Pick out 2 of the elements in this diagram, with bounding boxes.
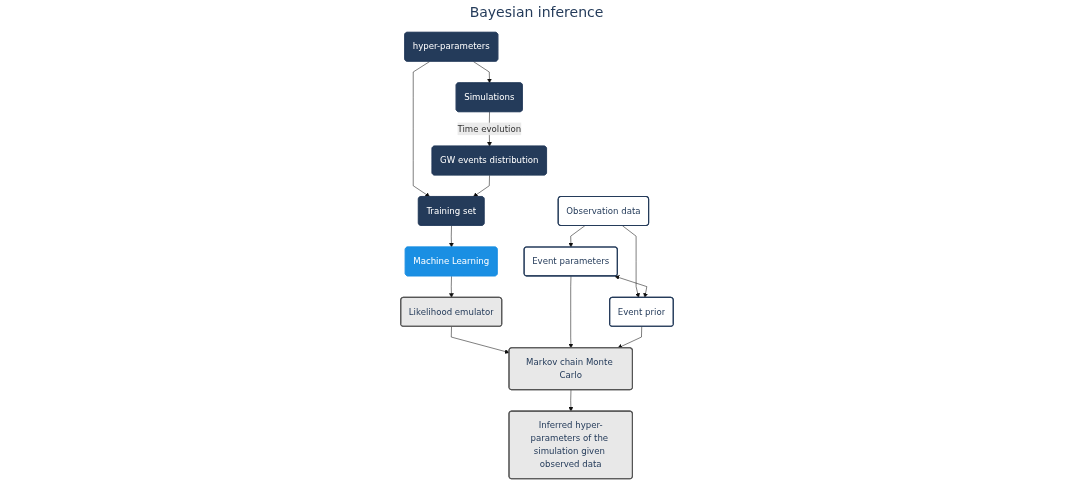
annotation-text: Bayesian inference	[469, 4, 604, 20]
edge-label: Time evolution	[456, 123, 521, 134]
